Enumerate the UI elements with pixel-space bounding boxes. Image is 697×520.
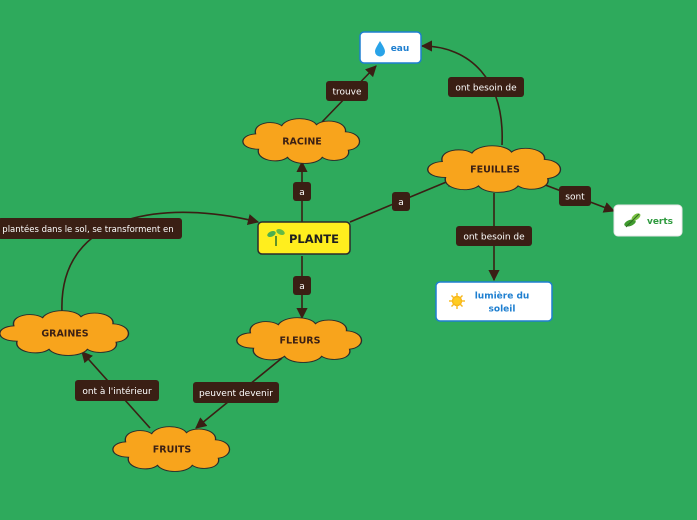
link-label-plante-feuilles: a: [392, 192, 410, 211]
link-label-plante-racine: a: [293, 182, 311, 201]
edge-feuilles-eau: [420, 40, 503, 146]
node-eau-label: eau: [391, 44, 410, 54]
node-graines[interactable]: GRAINES: [0, 309, 130, 357]
node-verts[interactable]: verts: [613, 204, 683, 237]
link-label-feuilles-eau: ont besoin de: [448, 77, 524, 97]
node-fruits-label: FRUITS: [153, 445, 192, 456]
link-text: a: [398, 198, 404, 208]
link-text: a: [299, 188, 305, 198]
link-label-graines-plante: plantées dans le sol, se transforment en: [0, 218, 182, 239]
node-plante-label: PLANTE: [289, 232, 339, 246]
node-graines-label: GRAINES: [41, 329, 88, 340]
link-label-racine-eau: trouve: [326, 81, 368, 101]
link-label-fruits-graines: ont à l'intérieur: [75, 380, 159, 401]
node-soleil-label-line2: soleil: [489, 305, 516, 315]
link-text: ont à l'intérieur: [82, 386, 152, 397]
link-text: plantées dans le sol, se transforment en: [2, 224, 173, 235]
link-text: a: [299, 282, 305, 292]
link-text: sont: [565, 193, 585, 203]
link-label-plante-fleurs: a: [293, 276, 311, 295]
node-racine-label: RACINE: [282, 137, 322, 148]
node-fleurs[interactable]: FLEURS: [236, 316, 363, 364]
node-fleurs-label: FLEURS: [280, 336, 321, 347]
link-text: ont besoin de: [455, 84, 517, 94]
node-feuilles-label: FEUILLES: [470, 165, 520, 176]
node-verts-label: verts: [647, 217, 673, 227]
link-text: ont besoin de: [463, 233, 525, 243]
node-feuilles[interactable]: FEUILLES: [426, 144, 562, 194]
node-plante[interactable]: PLANTE: [257, 221, 351, 255]
link-text: peuvent devenir: [199, 389, 273, 399]
node-fruits[interactable]: FRUITS: [112, 425, 231, 473]
link-text: trouve: [332, 88, 362, 98]
link-label-fleurs-fruits: peuvent devenir: [193, 382, 279, 403]
node-racine[interactable]: RACINE: [242, 117, 361, 165]
node-eau[interactable]: eau: [359, 31, 422, 64]
water-drop-icon: [375, 41, 385, 57]
node-soleil[interactable]: lumière du soleil: [435, 281, 553, 322]
seedling-icon: [267, 228, 285, 246]
leaves-icon: [624, 213, 641, 228]
link-label-feuilles-soleil: ont besoin de: [456, 226, 532, 246]
node-soleil-label-line1: lumière du: [475, 291, 530, 302]
link-label-feuilles-verts: sont: [559, 186, 591, 206]
sun-icon: [449, 293, 465, 309]
